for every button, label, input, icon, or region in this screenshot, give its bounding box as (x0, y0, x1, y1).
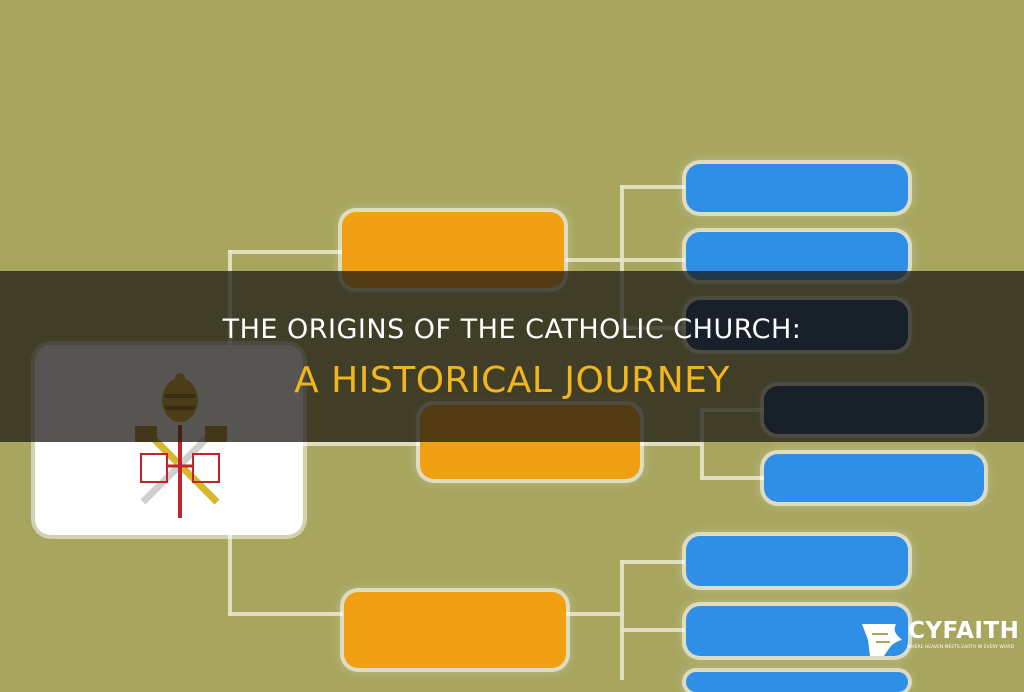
brand-watermark: CYFAITH WHERE HEAVEN MEETS EARTH IN EVER… (858, 618, 1020, 662)
connector-line (620, 560, 624, 680)
connector-line (228, 535, 232, 615)
diagram-box-blue (686, 164, 908, 212)
connector-line (700, 408, 704, 478)
connector-line (228, 250, 343, 254)
connector-line (566, 258, 624, 262)
connector-line (300, 442, 420, 446)
connector-line (700, 476, 764, 480)
title-banner (0, 271, 1024, 442)
diagram-box-orange (344, 592, 566, 668)
connector-line (620, 185, 685, 189)
connector-line (620, 628, 685, 632)
connector-line (566, 612, 624, 616)
connector-line (620, 258, 685, 262)
title-line-1: THE ORIGINS OF THE CATHOLIC CHURCH: (222, 314, 802, 345)
brand-tagline: WHERE HEAVEN MEETS EARTH IN EVERY WORD (906, 645, 1014, 650)
connector-line (228, 612, 343, 616)
connector-line (620, 560, 685, 564)
connector-line (620, 185, 624, 330)
diagram-box-blue (764, 454, 984, 502)
diagram-box-blue (686, 672, 908, 692)
brand-name: CYFAITH (908, 618, 1020, 644)
flag-logo-icon (862, 624, 902, 656)
title-line-2: A HISTORICAL JOURNEY (294, 360, 730, 401)
diagram-box-blue (686, 536, 908, 586)
connector-line (640, 442, 702, 446)
